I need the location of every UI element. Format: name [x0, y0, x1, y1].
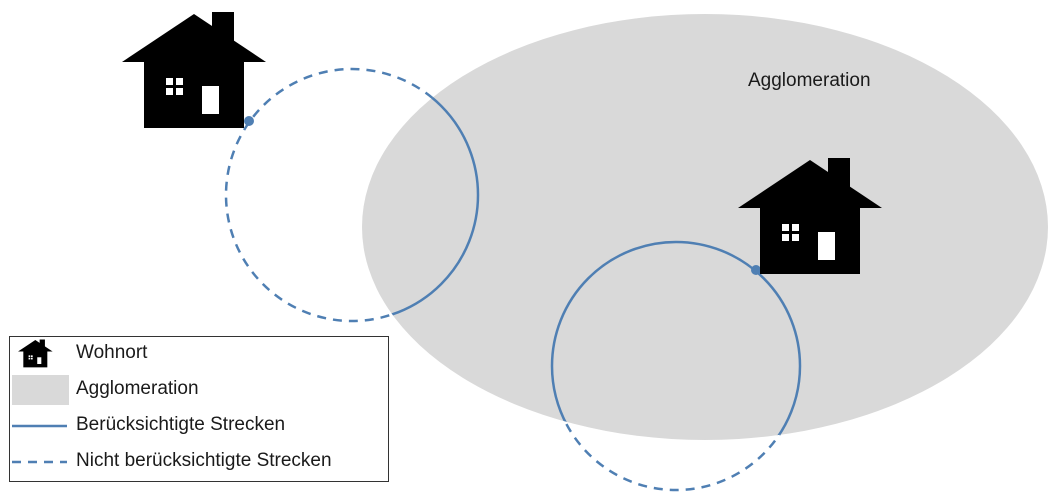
legend-label: Berücksichtigte Strecken	[76, 414, 286, 435]
legend-item-dashed-line: Nicht berücksichtigte Strecken	[10, 445, 388, 479]
left-route-solid	[362, 66, 481, 324]
legend-item-solid-line: Berücksichtigte Strecken	[10, 409, 388, 443]
legend-label: Agglomeration	[76, 378, 199, 399]
dashed-line-icon	[12, 460, 67, 464]
house-icon	[122, 12, 266, 128]
legend-label: Nicht berücksichtigte Strecken	[76, 450, 332, 471]
legend-item-wohnort: Wohnort	[10, 337, 388, 371]
house-icon	[18, 339, 53, 368]
legend-label: Wohnort	[76, 342, 148, 363]
legend: Wohnort Agglomeration Berücksichtigte St…	[9, 336, 389, 482]
gray-area-swatch-icon	[12, 375, 69, 405]
agglomeration-area	[362, 14, 1048, 440]
right-route-start-point	[751, 265, 761, 275]
agglomeration-label: Agglomeration	[748, 70, 871, 91]
solid-line-icon	[12, 424, 67, 428]
legend-item-agglomeration: Agglomeration	[10, 373, 388, 407]
left-route-start-point	[244, 116, 254, 126]
right-route-solid	[550, 240, 802, 440]
